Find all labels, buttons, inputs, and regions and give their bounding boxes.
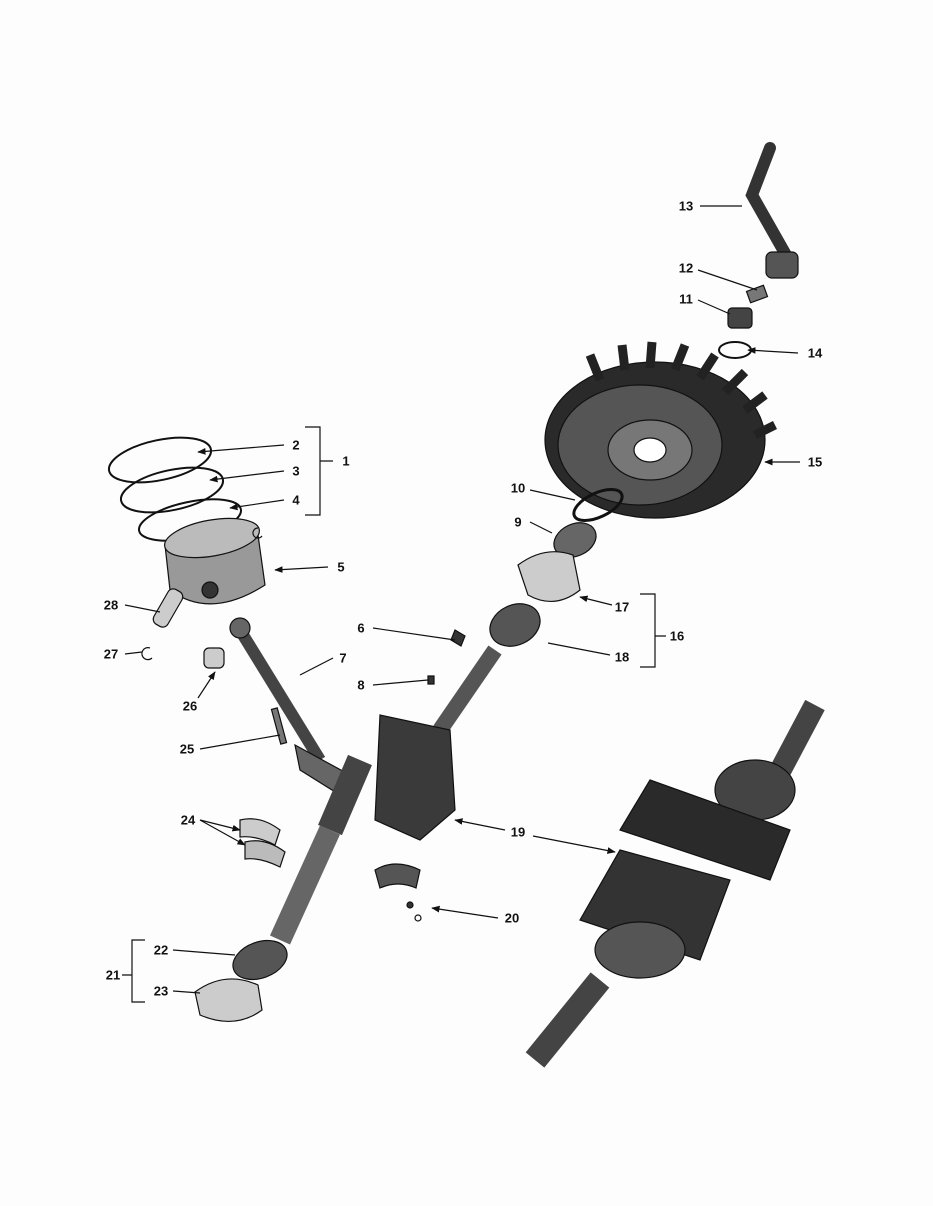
crankshaft-assembled	[525, 699, 825, 1068]
retaining-clip	[252, 527, 263, 539]
bushing-26	[203, 647, 225, 669]
piston-ring-2	[107, 436, 213, 484]
bearing-insert-24	[239, 818, 286, 868]
callout-15: 15	[807, 454, 823, 470]
pin-12	[745, 284, 769, 304]
crankshaft-exploded	[269, 645, 502, 945]
bearing-cup-23	[194, 978, 263, 1023]
seal-10	[572, 488, 624, 522]
callout-16: 16	[669, 628, 685, 644]
callout-10: 10	[510, 480, 526, 496]
bolt-25	[270, 707, 288, 745]
callout-19: 19	[510, 824, 526, 840]
callout-20: 20	[504, 910, 520, 926]
callout-25: 25	[179, 741, 195, 757]
flywheel	[544, 341, 778, 519]
callout-12: 12	[678, 260, 694, 276]
callout-3: 3	[292, 463, 300, 479]
callout-26: 26	[182, 698, 198, 714]
key-8	[427, 675, 435, 685]
callout-18: 18	[614, 649, 630, 665]
callout-22: 22	[153, 942, 169, 958]
bearing-cup-17	[517, 551, 581, 602]
leader-lines	[122, 205, 800, 1003]
rod-cap-20	[374, 863, 422, 922]
callout-23: 23	[153, 983, 169, 999]
key-6	[450, 629, 466, 647]
clip-27	[141, 647, 153, 661]
callout-24: 24	[180, 812, 196, 828]
callout-8: 8	[357, 677, 365, 693]
callout-5: 5	[337, 559, 345, 575]
nut-11	[727, 307, 753, 329]
callout-9: 9	[514, 514, 522, 530]
bearing-cone-22	[232, 939, 288, 981]
callout-27: 27	[103, 646, 119, 662]
callout-13: 13	[678, 198, 694, 214]
callout-2: 2	[292, 437, 300, 453]
callout-28: 28	[103, 597, 119, 613]
callout-7: 7	[339, 650, 347, 666]
bearing-cone-18	[489, 603, 541, 647]
piston-ring-3	[119, 466, 225, 514]
callout-17: 17	[614, 599, 630, 615]
callout-1: 1	[342, 453, 350, 469]
callout-14: 14	[807, 345, 823, 361]
callout-21: 21	[105, 967, 121, 983]
callout-6: 6	[357, 620, 365, 636]
starter-crank-handle	[745, 142, 799, 279]
connecting-rod	[229, 617, 351, 796]
callout-4: 4	[292, 492, 300, 508]
piston-pin	[152, 588, 184, 628]
callout-11: 11	[679, 291, 693, 307]
piston	[164, 517, 266, 605]
bearing-cone-9	[553, 522, 597, 558]
washer-14	[718, 341, 752, 359]
